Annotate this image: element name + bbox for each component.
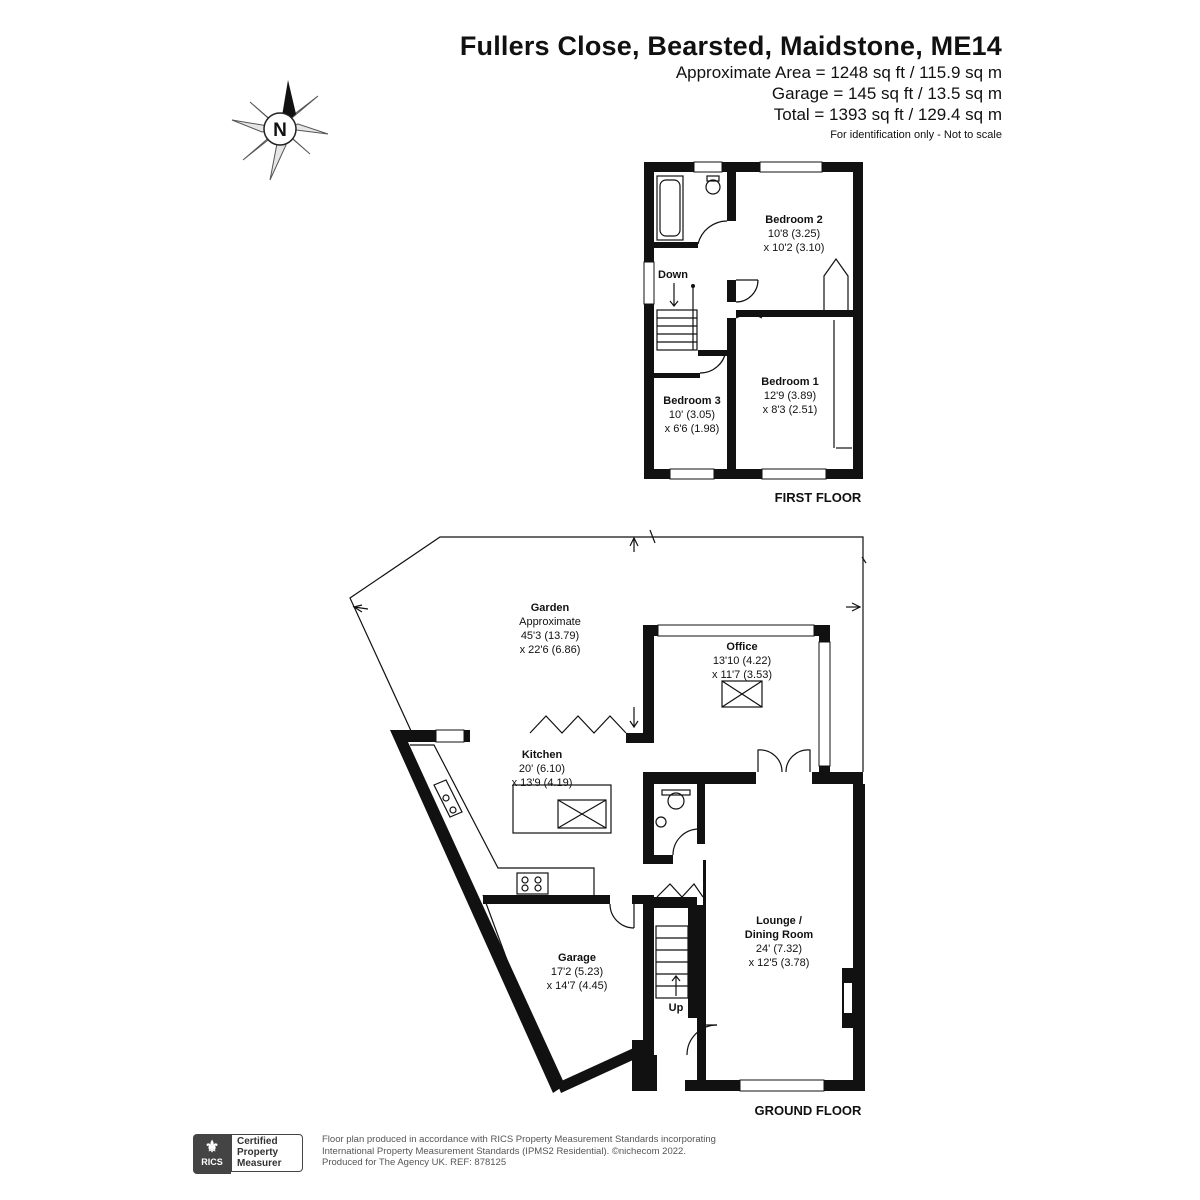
garden-label: Garden <box>531 602 570 614</box>
hob-icon <box>516 872 549 895</box>
first-floor-plan: Down Bedroom 2 10'8 (3.25) x 10'2 (3.10)… <box>643 161 863 505</box>
garage-label: Garage <box>558 952 596 964</box>
stairs-down-label: Down <box>658 269 688 281</box>
garden-dim1: 45'3 (13.79) <box>521 630 579 642</box>
ground-floor-label: GROUND FLOOR <box>755 1103 862 1118</box>
bedroom1-label: Bedroom 1 <box>761 376 818 388</box>
lounge-dim1: 24' (7.32) <box>756 943 802 955</box>
lounge-label-line2: Dining Room <box>745 929 814 941</box>
header: Fullers Close, Bearsted, Maidstone, ME14… <box>460 30 1002 141</box>
total-area: Total = 1393 sq ft / 129.4 sq m <box>773 105 1002 124</box>
certified-measurer-badge: Certified Property Measurer <box>231 1134 303 1172</box>
bedroom3-dim1: 10' (3.05) <box>669 409 715 421</box>
bedroom1-dim1: 12'9 (3.89) <box>764 390 816 402</box>
kitchen-dim1: 20' (6.10) <box>519 763 565 775</box>
production-line2: International Property Measurement Stand… <box>322 1145 686 1157</box>
lounge-label-line1: Lounge / <box>756 915 802 927</box>
kitchen-dim2: x 13'9 (4.19) <box>512 777 573 789</box>
production-line3: Produced for The Agency UK. REF: 878125 <box>322 1157 507 1168</box>
compass-letter: N <box>273 120 287 141</box>
garage-area: Garage = 145 sq ft / 13.5 sq m <box>771 84 1002 103</box>
bedroom2-dim1: 10'8 (3.25) <box>768 228 820 240</box>
rics-mark-text: RICS <box>201 1157 223 1167</box>
bedroom1-dim2: x 8'3 (2.51) <box>763 404 818 416</box>
first-floor-label: FIRST FLOOR <box>775 490 862 505</box>
first-floor-stairs <box>656 283 698 351</box>
scale-note: For identification only - Not to scale <box>830 129 1002 141</box>
bedroom2-dim2: x 10'2 (3.10) <box>764 242 825 254</box>
rics-lion-icon: ⚜ <box>204 1139 220 1156</box>
page-title: Fullers Close, Bearsted, Maidstone, ME14 <box>459 31 1002 61</box>
north-compass-icon: N <box>231 80 329 181</box>
garage-dim2: x 14'7 (4.45) <box>547 980 608 992</box>
production-note: Floor plan produced in accordance with R… <box>322 1134 782 1169</box>
ground-floor-stairs <box>655 925 689 999</box>
garage-dim1: 17'2 (5.23) <box>551 966 603 978</box>
garden-dim2: x 22'6 (6.86) <box>520 644 581 656</box>
production-line1: Floor plan produced in accordance with R… <box>322 1134 716 1145</box>
bedroom3-label: Bedroom 3 <box>663 395 720 407</box>
office-dim2: x 11'7 (3.53) <box>712 669 772 681</box>
cert-line3: Measurer <box>237 1158 282 1169</box>
cert-line1: Certified <box>237 1136 278 1147</box>
kitchen-island <box>512 784 612 834</box>
bedroom2-label: Bedroom 2 <box>765 214 822 226</box>
ground-floor-plan: Garden Approximate 45'3 (13.79) x 22'6 (… <box>349 529 867 1118</box>
stairs-up-label: Up <box>669 1002 684 1014</box>
kitchen-label: Kitchen <box>522 749 563 761</box>
office-label: Office <box>726 641 757 653</box>
lounge-dim2: x 12'5 (3.78) <box>749 957 810 969</box>
garden-approx: Approximate <box>519 616 581 628</box>
kitchen-sink-icon <box>433 779 463 818</box>
bedroom3-dim2: x 6'6 (1.98) <box>665 423 720 435</box>
approximate-area: Approximate Area = 1248 sq ft / 115.9 sq… <box>675 63 1002 82</box>
rics-logo: ⚜ RICS <box>193 1134 231 1174</box>
cert-line2: Property <box>237 1147 279 1158</box>
office-dim1: 13'10 (4.22) <box>713 655 771 667</box>
